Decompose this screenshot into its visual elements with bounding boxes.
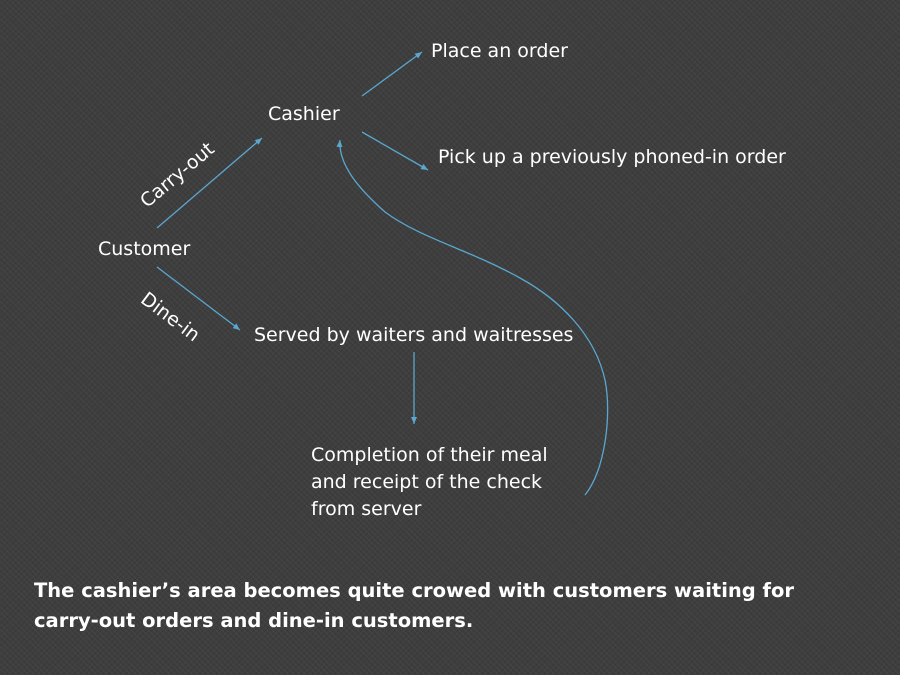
place-order-node: Place an order (431, 40, 568, 62)
customer-node: Customer (98, 238, 191, 260)
arrow-customer-to-cashier (156, 137, 263, 229)
cashier-node: Cashier (268, 103, 340, 125)
completion-line-2: and receipt of the check (311, 471, 543, 493)
completion-line-3: from server (311, 498, 422, 520)
arrow-customer-to-served (156, 266, 241, 331)
completion-node: Completion of their meal and receipt of … (311, 442, 571, 523)
arrow-completion-to-cashier (336, 139, 609, 496)
arrow-cashier-to-pick-up (361, 131, 429, 171)
served-node: Served by waiters and waitresses (254, 324, 574, 346)
pick-up-node: Pick up a previously phoned-in order (438, 146, 786, 168)
completion-line-1: Completion of their meal (311, 444, 548, 466)
arrow-cashier-to-place-order (361, 51, 423, 97)
slide-caption: The cashier’s area becomes quite crowed … (34, 579, 795, 632)
